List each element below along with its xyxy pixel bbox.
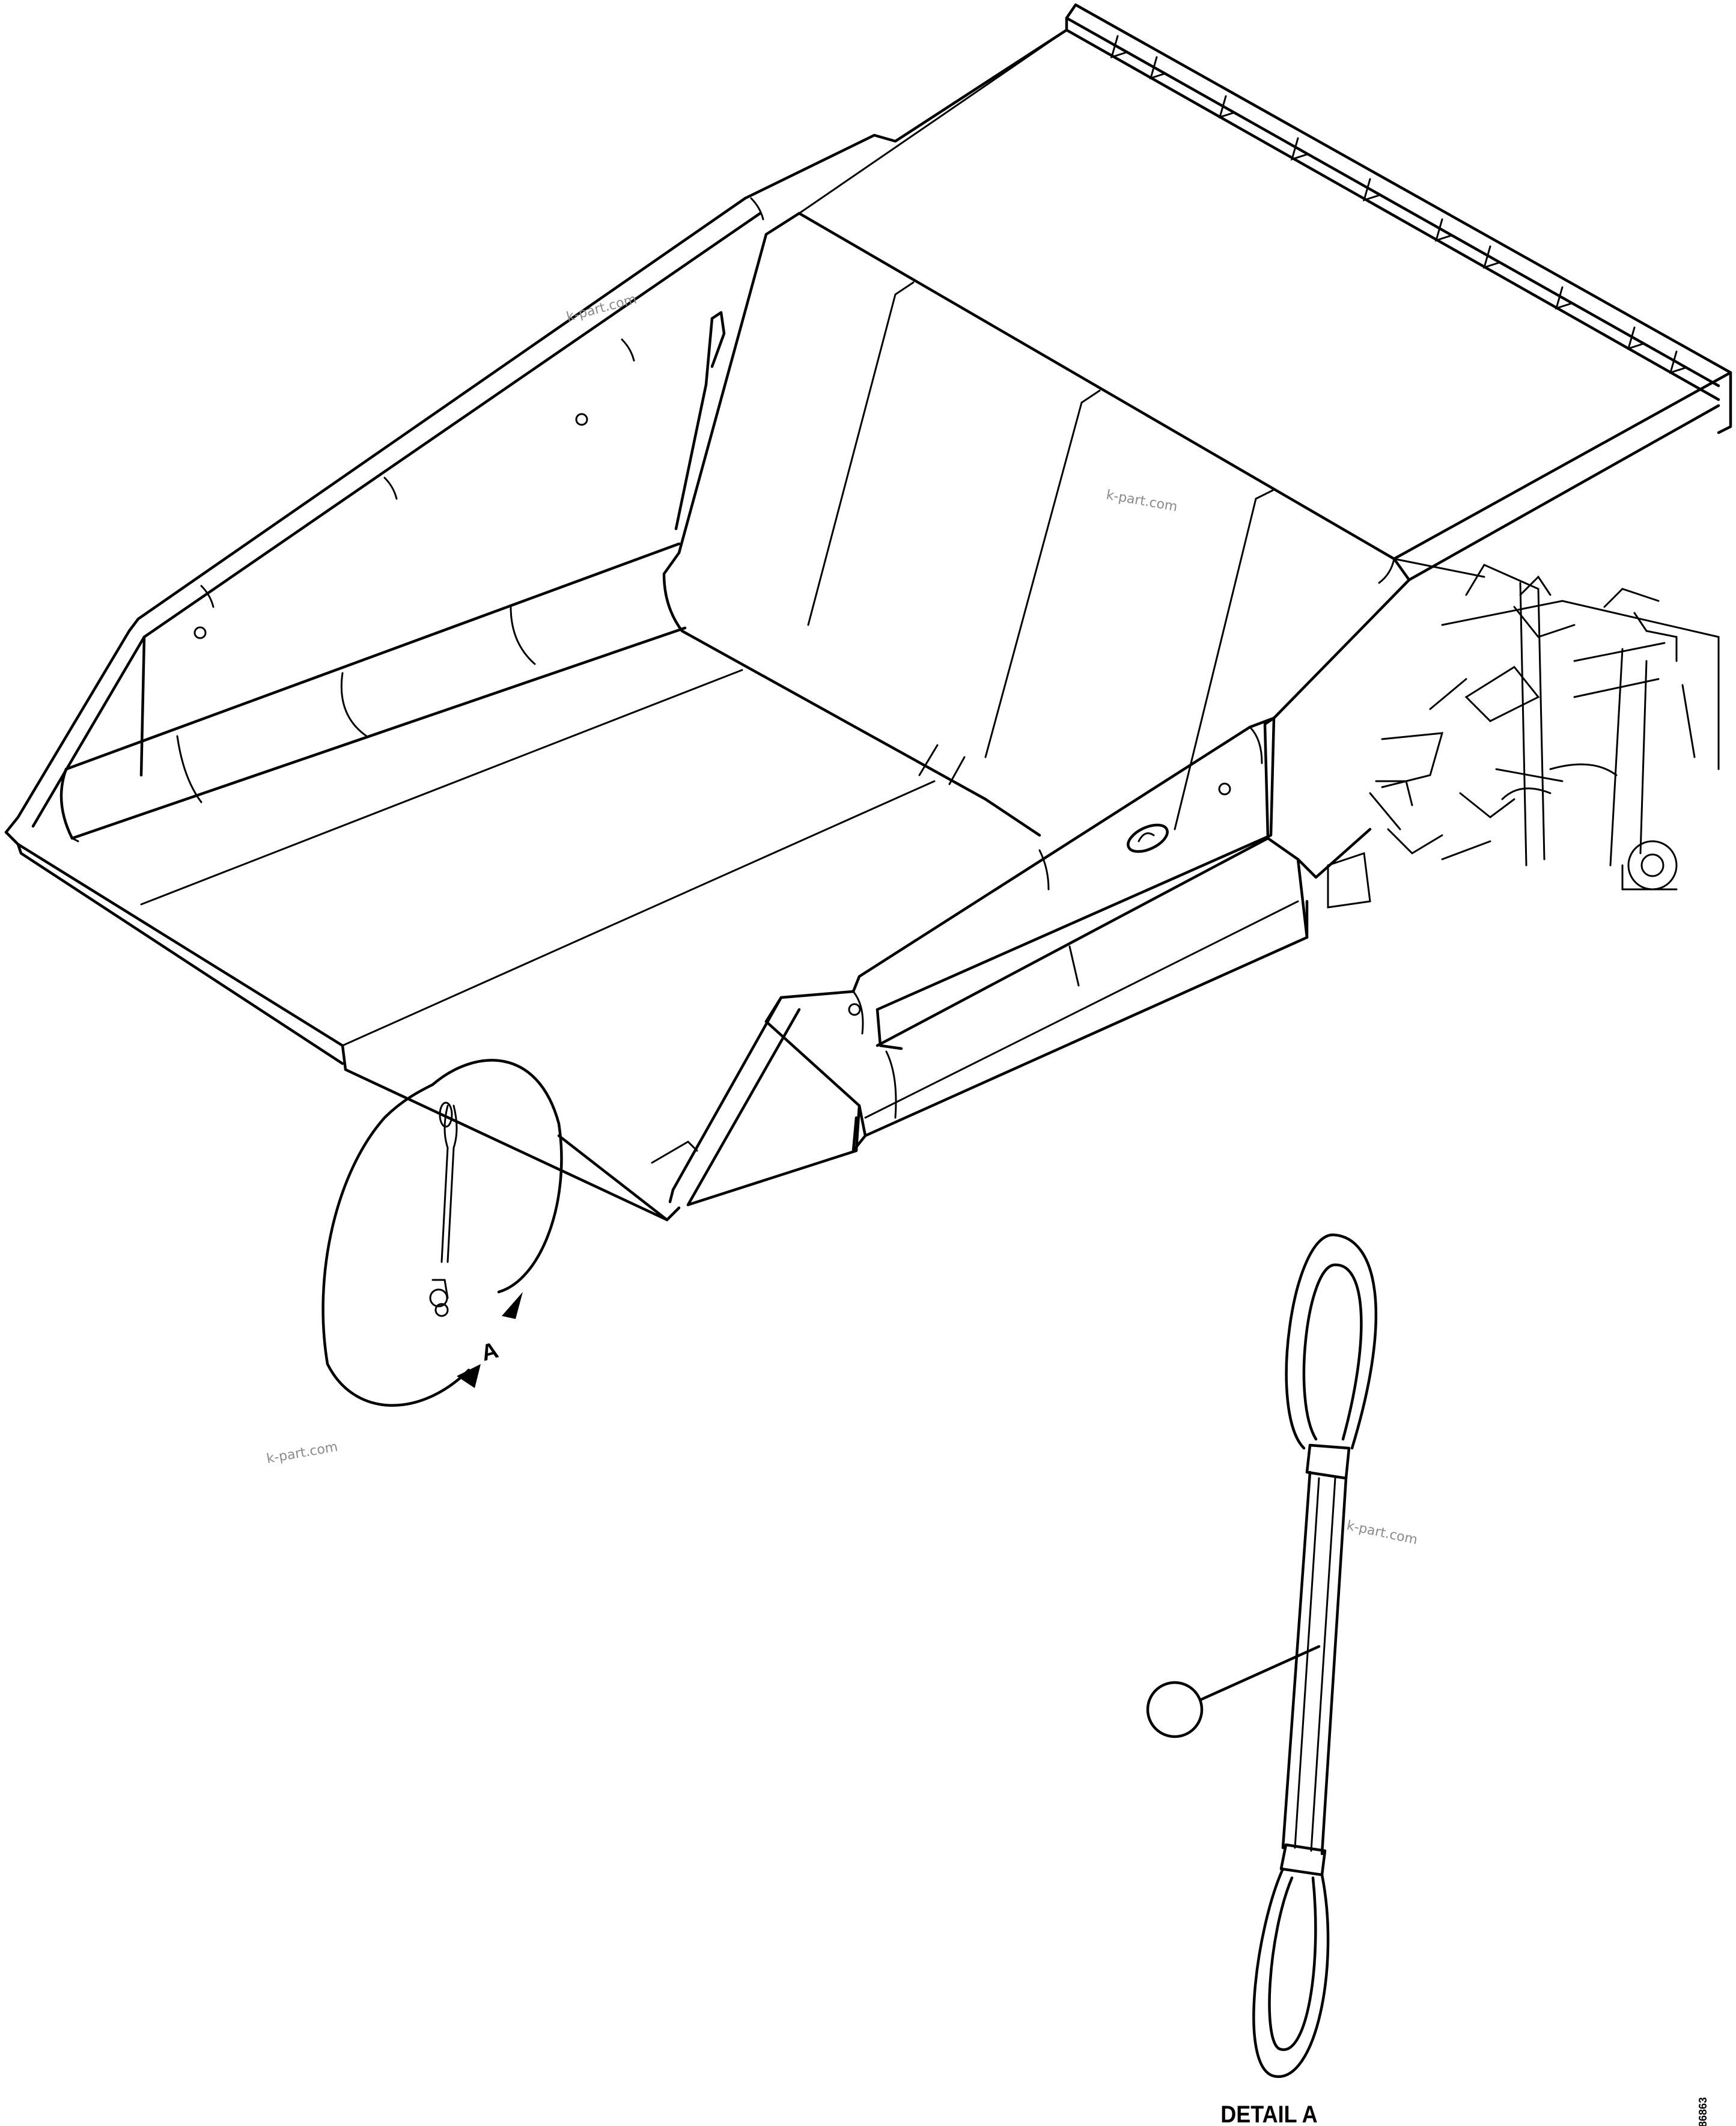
view-arrow-icon (457, 1292, 523, 1388)
sling-strap-illustration (1252, 1233, 1378, 2078)
drawing-number: 686863 (1697, 2097, 1709, 2126)
scraper-bowl-illustration (4, 3, 1732, 1222)
item-balloon-icon (1146, 1681, 1204, 1738)
watermark-3: k-part.com (266, 1439, 339, 1466)
watermark-4: k-part.com (1345, 1518, 1419, 1547)
watermark-2: k-part.com (1105, 487, 1178, 514)
detail-callout-letter: A (478, 1338, 501, 1366)
detail-caption: DETAIL A (1220, 2101, 1317, 2126)
detail-circle-icon (321, 1059, 563, 1407)
